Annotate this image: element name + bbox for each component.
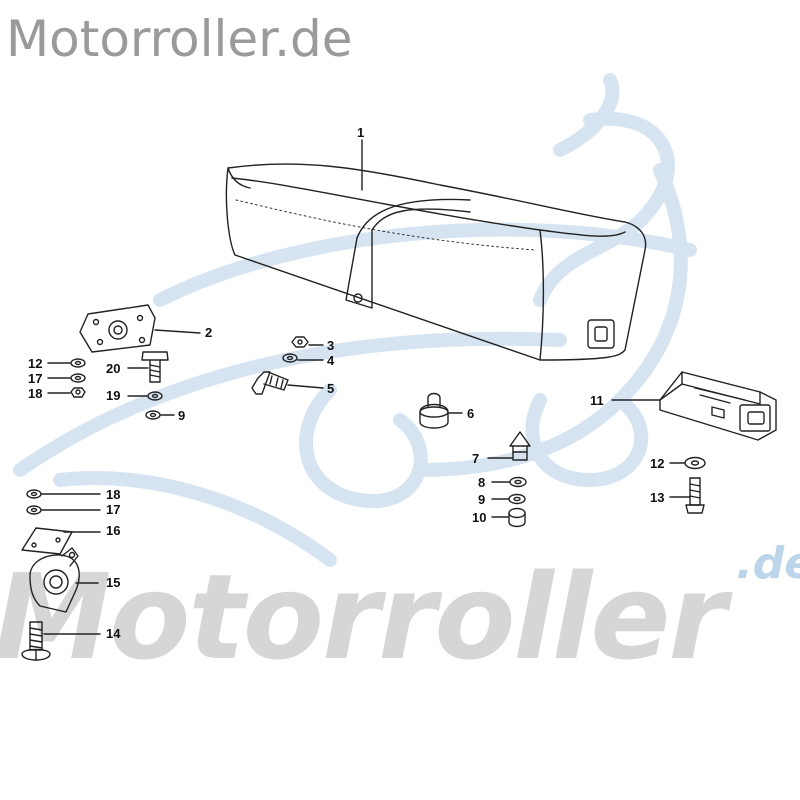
label-part-9b: 9 [478, 492, 486, 507]
watermark-suffix: .de [736, 538, 800, 589]
label-part-12a: 12 [28, 356, 43, 371]
label-part-13: 13 [650, 490, 665, 505]
label-part-8: 8 [478, 475, 486, 490]
bracket-part [79, 304, 201, 353]
watermark-word: Motorroller [0, 548, 727, 686]
label-part-7: 7 [472, 451, 480, 466]
label-part-4: 4 [327, 353, 335, 368]
label-part-18a: 18 [28, 386, 43, 401]
label-part-2: 2 [205, 325, 213, 340]
label-part-17b: 17 [106, 502, 121, 517]
site-title: Motorroller.de [6, 10, 353, 68]
label-part-3: 3 [327, 338, 335, 353]
label-part-9a: 9 [178, 408, 186, 423]
label-part-16: 16 [106, 523, 121, 538]
label-part-6: 6 [467, 406, 475, 421]
seat-lock-part [611, 371, 777, 441]
label-part-19: 19 [106, 388, 121, 403]
label-part-15: 15 [106, 575, 121, 590]
label-part-11: 11 [590, 393, 604, 408]
seat-part [225, 163, 647, 361]
label-part-12b: 12 [650, 456, 665, 471]
hinge-part [29, 547, 99, 613]
label-part-14: 14 [106, 626, 121, 641]
label-part-1: 1 [357, 125, 365, 140]
label-part-20: 20 [106, 361, 121, 376]
label-part-18b: 18 [106, 487, 121, 502]
label-part-17a: 17 [28, 371, 43, 386]
label-part-10: 10 [472, 510, 487, 525]
label-part-5: 5 [327, 381, 335, 396]
